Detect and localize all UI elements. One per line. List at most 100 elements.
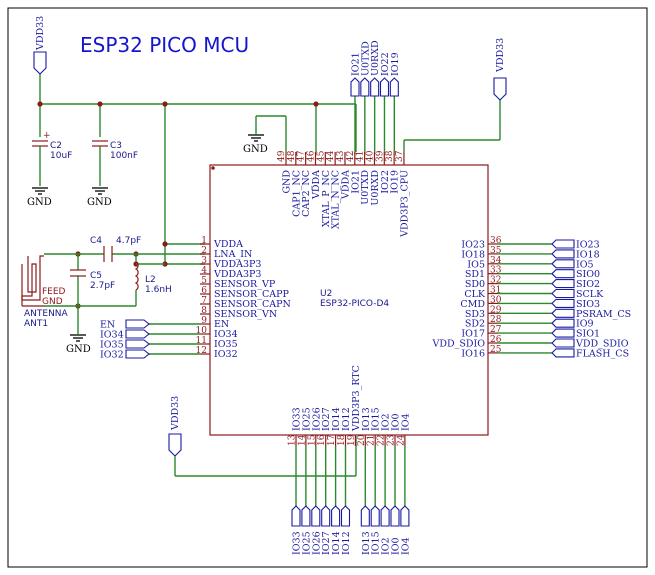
net-port-right-SCLK[interactable] [551, 288, 575, 299]
net-port-right-IO23[interactable] [551, 239, 575, 249]
pin-number-7: 7 [201, 296, 207, 306]
net-port-right-SIO2[interactable] [551, 279, 575, 289]
c2-ref: C2 [50, 141, 62, 151]
net-port-top-IO19[interactable] [389, 77, 399, 97]
pin-name-40: U0RXD [370, 170, 381, 206]
pin-name-22: IO2 [381, 413, 392, 431]
net-port-bottom-IO0[interactable] [390, 505, 400, 527]
vdd33-power-port-right[interactable]: VDD33 [493, 38, 507, 101]
net-label-bottom-IO27: IO27 [321, 531, 332, 555]
net-port-left-IO35[interactable] [125, 339, 150, 349]
pin-number-36: 36 [490, 236, 502, 246]
capacitor-c3[interactable]: C3 100nF [92, 140, 138, 186]
net-port-bottom-IO15[interactable] [370, 505, 380, 527]
pin-name-41: U0TXD [360, 170, 371, 205]
pin-name-47: CAP2_NC [301, 170, 312, 217]
net-port-right-FLASH_CS[interactable] [551, 348, 575, 358]
net-port-right-SIO0[interactable] [551, 269, 575, 279]
c2-polarity: + [43, 131, 51, 141]
net-port-top-IO22[interactable] [379, 77, 390, 97]
net-port-bottom-IO26[interactable] [311, 505, 321, 527]
pin-number-1: 1 [201, 236, 207, 246]
ant1-value: ANTENNA [24, 309, 69, 319]
net-label-left-IO35: IO35 [100, 340, 124, 351]
capacitor-c2[interactable]: + C2 10uF [32, 131, 72, 186]
net-port-top-U0RXD[interactable] [370, 77, 380, 97]
net-port-top-IO21[interactable] [350, 77, 360, 97]
net-port-right-SIO3[interactable] [551, 298, 575, 308]
chip-u2[interactable]: U2 ESP32-PICO-D4 [209, 164, 489, 436]
pin-number-25: 25 [490, 345, 502, 355]
net-port-top-U0TXD[interactable] [360, 77, 370, 97]
net-port-left-EN[interactable] [125, 319, 150, 329]
net-label-right-FLASH_CS: FLASH_CS [576, 348, 629, 359]
pin-name-2: LNA_IN [214, 249, 252, 260]
vdd33-label-left: VDD33 [35, 16, 46, 51]
capacitor-c4[interactable]: C4 4.7pF [90, 236, 141, 262]
net-port-bottom-IO27[interactable] [321, 505, 331, 527]
l2-value: 1.6nH [145, 285, 172, 295]
vdd33-power-port-left[interactable]: VDD33 [33, 16, 47, 75]
pin-number-10: 10 [196, 326, 208, 336]
gnd-symbol-c3: GND [87, 187, 112, 208]
net-port-left-IO34[interactable] [125, 329, 150, 339]
pin-number-31: 31 [490, 286, 501, 296]
pin-number-34: 34 [490, 256, 502, 266]
net-label-bottom-IO33: IO33 [292, 531, 303, 555]
net-port-right-SIO1[interactable] [551, 328, 575, 338]
pin-number-45: 45 [316, 150, 326, 162]
pin-number-9: 9 [201, 316, 207, 326]
net-label-bottom-IO2: IO2 [381, 537, 392, 555]
net-port-bottom-IO14[interactable] [331, 505, 341, 527]
antenna-ant1[interactable]: FEED GND ANTENNA ANT1 [21, 255, 69, 329]
pin-name-45: XTAL_P_NC [321, 170, 332, 227]
net-label-top-IO21: IO21 [351, 52, 362, 76]
net-port-right-PSRAM_CS[interactable] [551, 308, 575, 318]
net-label-right-IO23: IO23 [576, 240, 600, 251]
pin-number-23: 23 [387, 434, 397, 446]
rf-network-wires [44, 253, 205, 307]
pin-name-5: SENSOR_VP [214, 279, 276, 290]
pin-number-28: 28 [490, 315, 502, 325]
pin-name-16: IO27 [321, 407, 332, 431]
net-label-right-SIO2: SIO2 [576, 279, 600, 290]
pin-name-43: VDDA [340, 170, 351, 200]
net-port-right-IO9[interactable] [551, 318, 575, 328]
net-port-bottom-IO13[interactable] [360, 505, 370, 527]
pin-number-29: 29 [490, 305, 502, 315]
net-label-top-U0RXD: U0RXD [370, 40, 381, 76]
pin-name-28: SD2 [465, 319, 485, 330]
capacitor-c5[interactable]: C5 2.7pF [70, 269, 115, 291]
pin-name-1: VDDA [213, 239, 243, 250]
net-port-bottom-IO2[interactable] [380, 505, 390, 527]
net-port-left-IO32[interactable] [125, 349, 150, 359]
net-port-right-VDD_SDIO[interactable] [551, 338, 575, 348]
pin-number-19: 19 [347, 434, 357, 446]
net-port-bottom-IO25[interactable] [301, 505, 311, 527]
net-label-top-U0TXD: U0TXD [360, 41, 371, 76]
pin-name-20: IO13 [361, 407, 372, 431]
pin-name-6: SENSOR_CAPP [214, 289, 289, 300]
net-port-bottom-IO4[interactable] [400, 505, 410, 527]
pin-name-19: VDD3P3_RTC [351, 365, 362, 432]
pin-number-43: 43 [336, 150, 346, 162]
net-label-bottom-IO26: IO26 [311, 531, 322, 555]
net-label-right-IO9: IO9 [576, 319, 594, 330]
net-port-bottom-IO12[interactable] [340, 505, 351, 527]
net-label-top-IO22: IO22 [380, 52, 391, 76]
inductor-l2[interactable]: L2 1.6nH [134, 261, 172, 295]
pin-name-48: CAP1_NC [291, 170, 302, 217]
top-pin-group: 49GND48CAP1_NC47CAP2_NC46VDDA45XTAL_P_NC… [277, 40, 410, 238]
net-label-right-SIO0: SIO0 [576, 269, 600, 280]
pin-name-38: IO19 [390, 170, 401, 194]
pin-name-15: IO26 [311, 407, 322, 431]
sheet-title: ESP32 PICO MCU [80, 33, 249, 57]
gnd-symbol-c2: GND [27, 187, 52, 208]
net-label-right-IO18: IO18 [576, 249, 600, 260]
net-port-right-IO5[interactable] [551, 259, 575, 269]
pin-number-30: 30 [490, 295, 502, 305]
pin-name-30: CMD [460, 299, 485, 310]
net-port-right-IO18[interactable] [551, 249, 575, 259]
net-label-bottom-IO12: IO12 [341, 531, 352, 555]
net-port-bottom-IO33[interactable] [291, 505, 301, 527]
